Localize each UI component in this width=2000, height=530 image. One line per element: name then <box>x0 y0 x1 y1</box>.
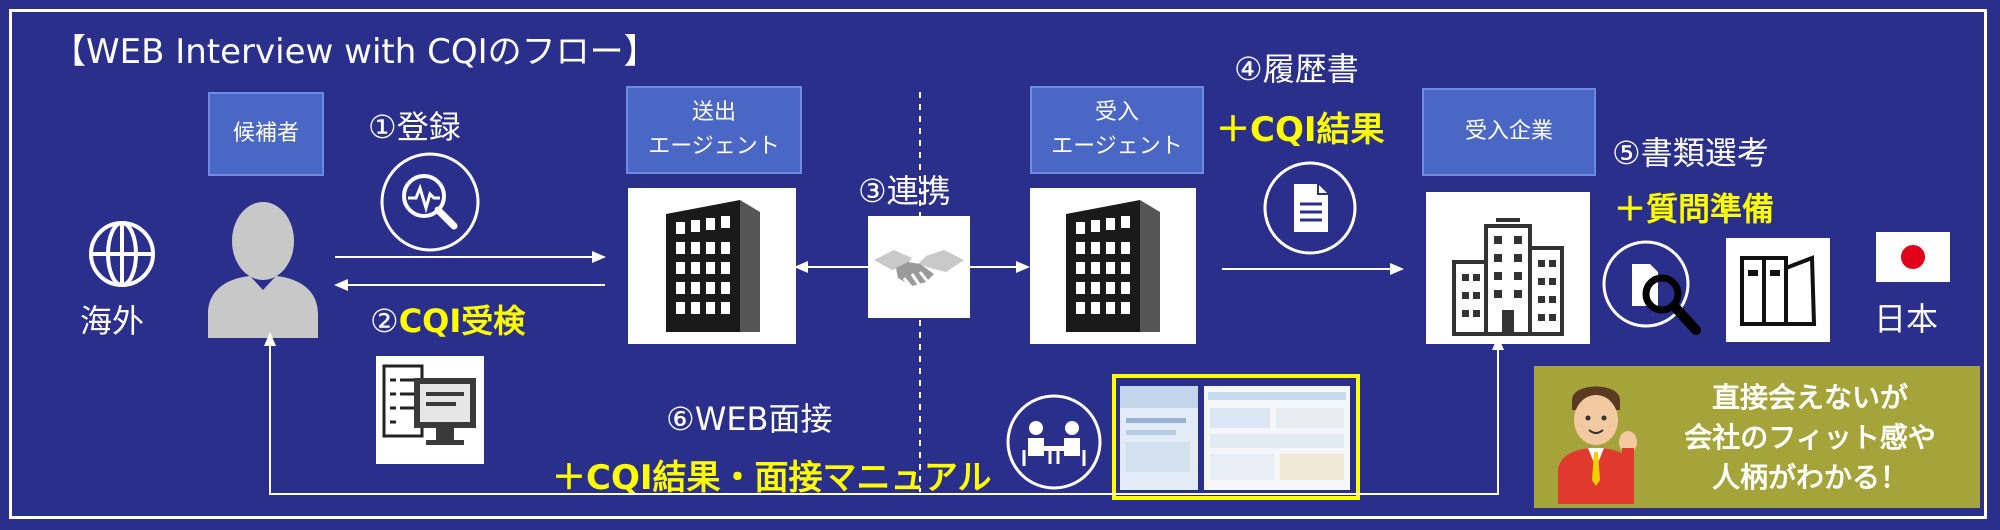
sending-agent-label: 送出 エージェント <box>626 86 802 174</box>
step6-sub-label: ＋CQI結果・面接マニュアル <box>552 458 992 498</box>
web-interview-icon <box>1006 394 1102 490</box>
callout-line1: 直接会えないが <box>1711 381 1908 414</box>
arrows-candidate-agent <box>334 251 606 291</box>
overseas-label: 海外 <box>80 302 145 340</box>
step2-number: ② <box>370 302 399 340</box>
manual-thumbnail-frame <box>1112 374 1360 500</box>
receiving-agent-line1: 受入 <box>1094 100 1139 125</box>
person-icon <box>208 202 318 338</box>
callout-line2: 会社のフィット感や <box>1684 421 1936 454</box>
document-icon <box>1263 161 1357 255</box>
arrow-to-company <box>1222 263 1404 275</box>
binders-icon <box>1740 255 1817 326</box>
arrow-interview-return <box>264 332 1504 495</box>
sending-agent-line1: 送出 <box>691 100 736 125</box>
document-search-icon <box>1602 240 1701 335</box>
step2-label: ②CQI受検 <box>370 296 525 342</box>
diagram-frame <box>9 9 1987 519</box>
sending-agent-building-box <box>628 188 796 344</box>
office-building-icon <box>666 200 760 332</box>
binders-box <box>1726 238 1830 342</box>
handshake-box <box>868 216 970 318</box>
office-building-icon <box>1066 200 1160 332</box>
company-building-icon <box>1452 218 1564 336</box>
step4-label: ④履歴書 <box>1234 50 1359 88</box>
step2-text: CQI受検 <box>398 302 526 340</box>
handshake-icon <box>874 250 964 289</box>
step1-label: ①登録 <box>368 108 461 146</box>
exam-monitor-box <box>376 356 484 464</box>
company-building-box <box>1426 192 1590 344</box>
receiving-agent-label: 受入 エージェント <box>1030 86 1204 174</box>
receiving-agent-line2: エージェント <box>1051 134 1183 159</box>
step5-label: ⑤書類選考 <box>1612 134 1769 172</box>
step6-label: ⑥WEB面接 <box>666 400 833 438</box>
register-search-icon <box>380 152 480 252</box>
diagram-title: 【WEB Interview with CQIのフロー】 <box>52 32 658 72</box>
step5-sub-label: ＋質問準備 <box>1614 190 1775 228</box>
japan-label: 日本 <box>1874 300 1939 338</box>
receiving-agent-building-box <box>1030 188 1196 344</box>
callout-line3: 人柄がわかる！ <box>1711 461 1908 494</box>
businessman-icon <box>1558 386 1637 504</box>
manual-thumbnail-image <box>1120 386 1350 490</box>
fit-callout: 直接会えないが 会社のフィット感や 人柄がわかる！ <box>1534 366 1980 508</box>
sending-agent-line2: エージェント <box>648 134 780 159</box>
exam-monitor-icon <box>382 364 476 445</box>
step3-label: ③連携 <box>858 172 951 210</box>
receiving-company-label: 受入企業 <box>1422 88 1596 176</box>
globe-icon <box>89 221 155 287</box>
step4-sub-label: ＋CQI結果 <box>1216 110 1385 150</box>
japan-flag-icon <box>1876 232 1950 282</box>
candidate-label: 候補者 <box>208 92 324 176</box>
callout-text: 直接会えないが 会社のフィット感や 人柄がわかる！ <box>1646 378 1974 498</box>
